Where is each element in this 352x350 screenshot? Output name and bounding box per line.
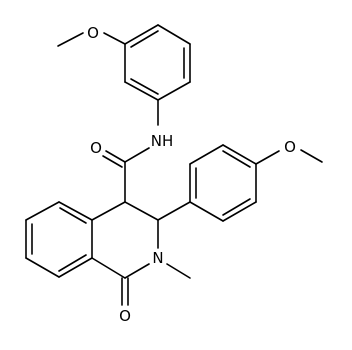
bond-benz-a-inner [59,207,87,224]
bond-c4-c3 [124,201,159,221]
bond-o-aryl-top [103,32,126,45]
bond-ring1-a-inner [130,30,159,48]
bond-aryl-o-right [255,150,280,165]
atom-o-lactam: O [119,307,131,325]
bond-ring1-e-inner [130,78,159,95]
bond-benz-d [25,257,60,278]
atom-o-methoxy-right: O [284,138,296,156]
bond-amide-co-b [102,155,123,168]
bond-ring1-a [124,24,159,45]
bond-c1-c8a [91,257,126,279]
bond-benz-b [25,201,60,221]
atom-nh-amide: NH [151,132,174,150]
bond-ring2-c-inner [222,150,251,168]
bond-o-methyl-right [300,149,323,163]
bond-ring1-e [124,81,159,101]
bond-n-c1 [124,263,150,279]
bond-methyl-o-top [57,32,84,47]
bond-amide-co-a [105,150,126,163]
bond-ring2-f [189,201,224,222]
bond-ring2-e-inner [222,198,251,216]
bond-ring2-e [222,201,257,222]
bond-ring2-c [222,144,257,165]
bond-n-methyl [166,263,191,279]
bond-ring1-d [157,81,191,101]
bonds [25,24,323,306]
bond-ring2-b [189,144,224,165]
atom-o-amide: O [90,139,102,157]
bond-benz-e-inner [58,254,87,272]
bond-c4a-c4 [91,201,126,221]
atom-labels: O NH O O N O [87,24,296,325]
bond-ring1-b [157,24,191,45]
bond-c3-aryl [157,201,191,221]
bond-nh-carbonyl [124,147,150,163]
atom-o-methoxy-top: O [87,24,99,42]
atom-n-ring: N [152,249,163,267]
bond-benz-a [58,201,93,221]
bond-benz-e [58,257,93,278]
